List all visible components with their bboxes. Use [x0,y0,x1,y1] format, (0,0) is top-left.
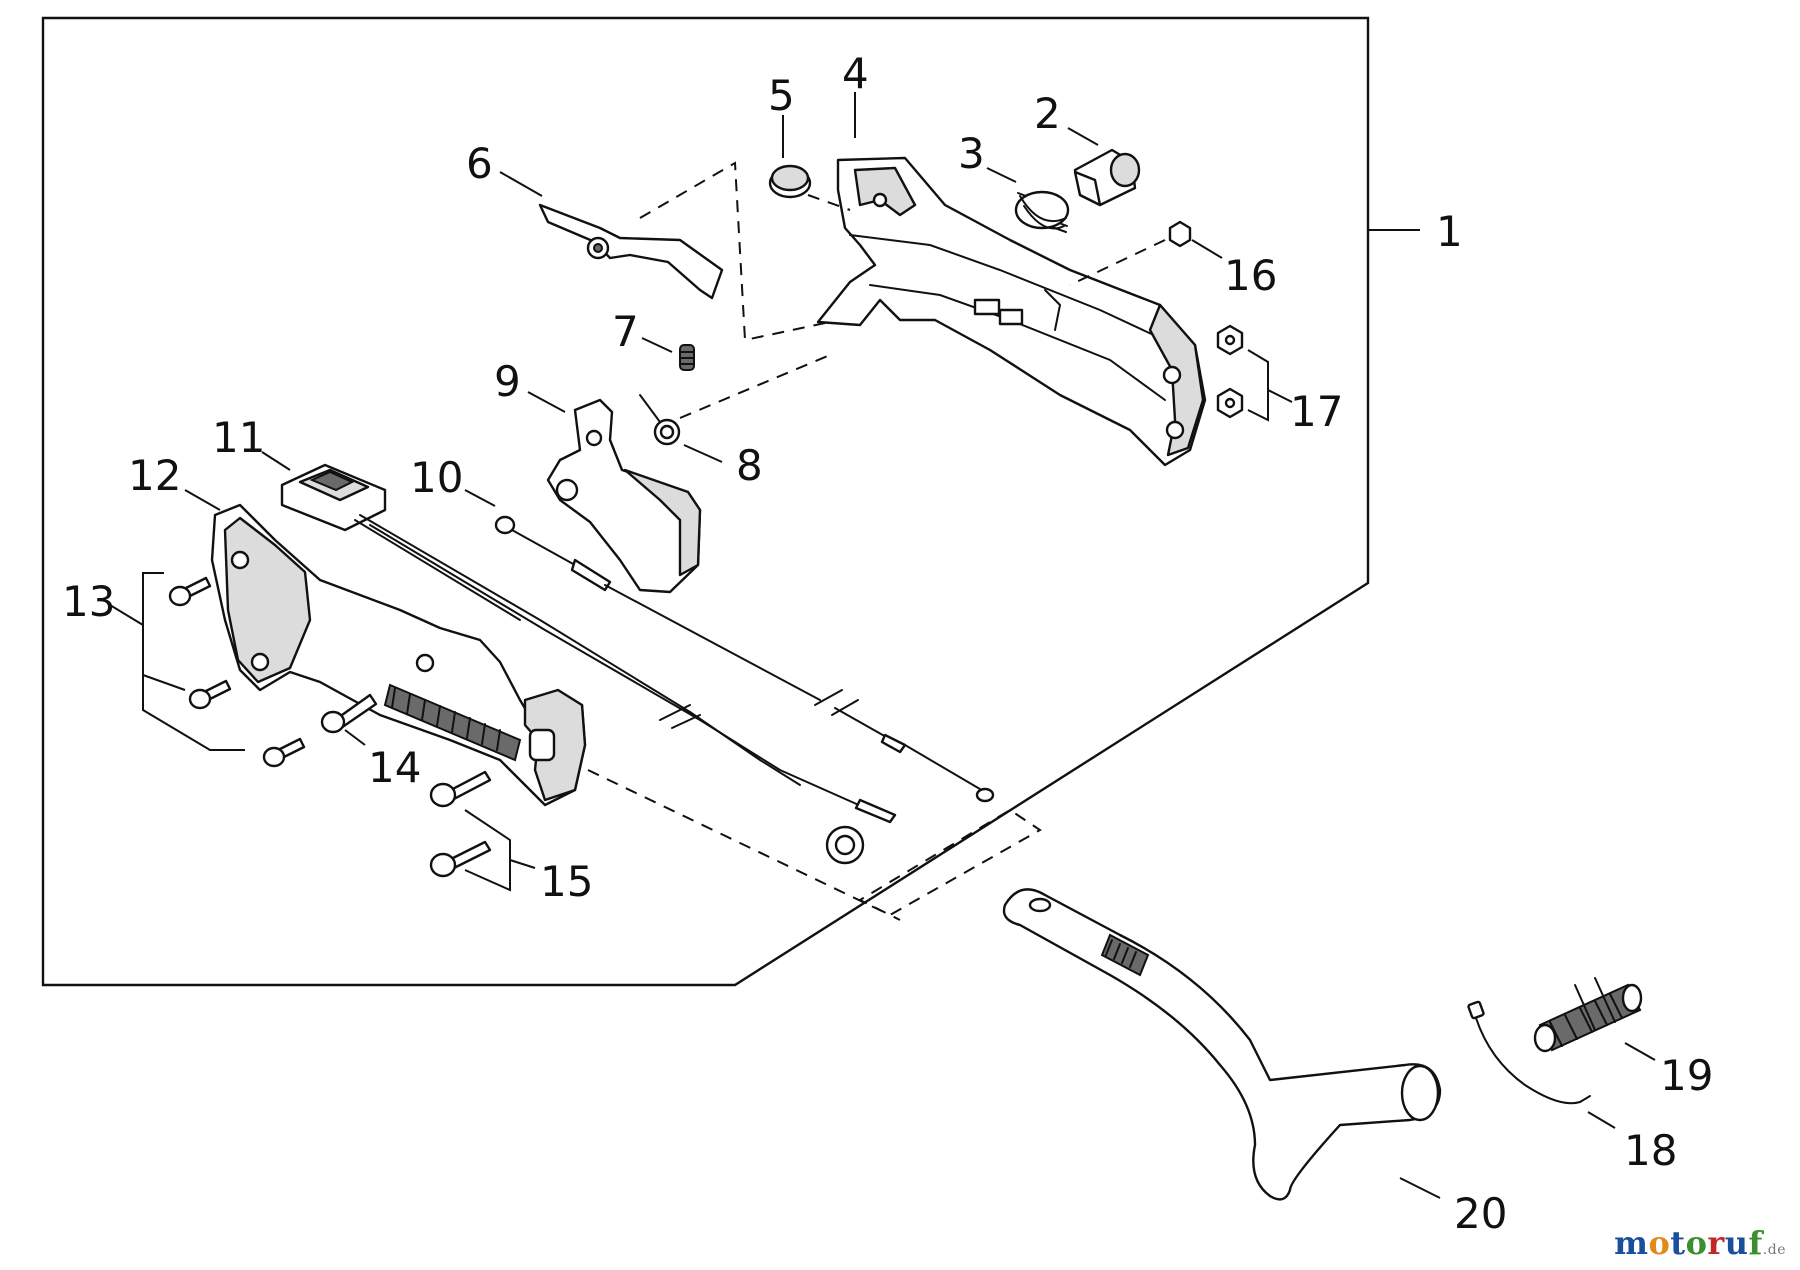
part-19-grip [1533,977,1656,1061]
leader-8 [683,444,723,463]
leader-3 [986,167,1017,183]
watermark-suffix: .de [1762,1242,1786,1258]
callout-12: 12 [128,451,181,500]
callout-3: 3 [958,129,985,178]
watermark-letter: u [1724,1224,1749,1262]
leader-7 [641,337,673,353]
leader-2 [1067,127,1099,146]
callout-14: 14 [368,743,421,792]
part-20-handlebar [1002,888,1442,1201]
watermark-letter: f [1748,1224,1763,1262]
callout-11: 11 [212,413,265,462]
watermark-letter: t [1670,1224,1686,1262]
callout-15: 15 [540,857,593,906]
part-17-nuts [1216,324,1293,422]
callout-5: 5 [768,71,795,120]
watermark-letter: o [1685,1224,1708,1262]
leader-10 [464,489,496,507]
callout-2: 2 [1034,89,1061,138]
callout-18: 18 [1624,1126,1677,1175]
part-12-handle-half [210,503,1042,921]
part-14-screw [320,693,378,746]
callout-20: 20 [1454,1189,1507,1238]
callout-16: 16 [1224,251,1277,300]
callout-6: 6 [466,139,493,188]
callout-17: 17 [1290,387,1343,436]
part-6-lever [538,161,831,342]
leader-6 [499,171,543,197]
part-13-screws [109,572,306,768]
part-2-button [1073,148,1141,207]
part-15-screws [429,770,536,892]
part-9-trigger [546,398,702,594]
part-4-handle-half [816,156,1207,467]
part-7-small-spring [679,344,695,371]
callout-1: 1 [1436,207,1463,256]
callout-4: 4 [842,49,869,98]
part-11-switch [280,463,897,865]
callout-10: 10 [410,453,463,502]
callout-8: 8 [736,441,763,490]
callout-9: 9 [494,357,521,406]
part-10-cable [494,515,995,803]
part-3-spring [1014,190,1070,233]
leader-13 [109,604,144,626]
part-16-nut [1069,220,1223,286]
watermark-letter: r [1707,1224,1725,1262]
watermark-letter: m [1614,1224,1649,1262]
part-8-torsion-spring [639,354,831,446]
callout-13: 13 [62,577,115,626]
leader-12 [184,489,221,511]
callout-7: 7 [612,307,639,356]
watermark-logo: motoruf.de [1614,1224,1786,1262]
part-5-plug [768,164,851,211]
assembly-frame [41,16,1370,987]
leader-11 [261,451,291,471]
callout-19: 19 [1660,1051,1713,1100]
leader-9 [527,391,566,413]
part-18-clip [1467,1000,1616,1129]
watermark-letter: o [1648,1224,1671,1262]
